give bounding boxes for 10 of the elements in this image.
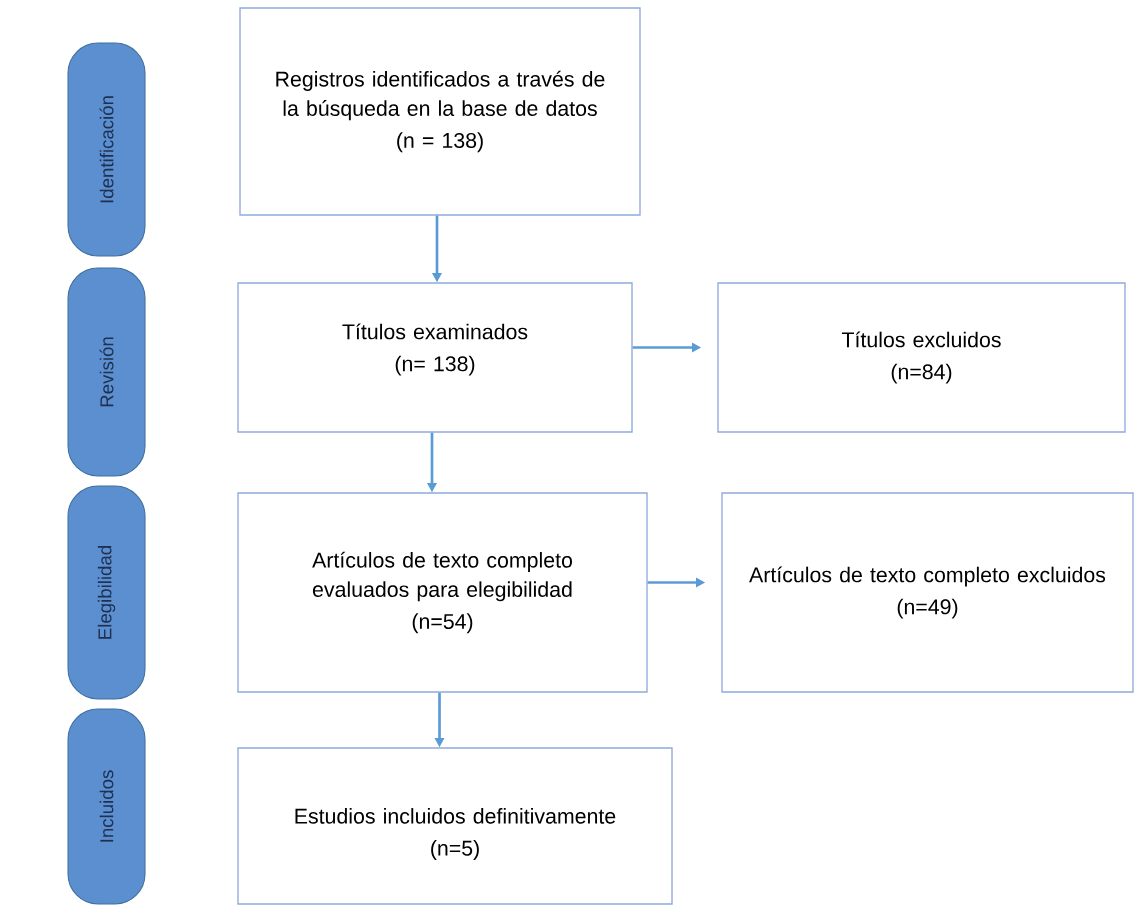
process-box: Estudios incluidos definitivamente (n=5) <box>237 747 673 905</box>
stage-band: Identificación <box>67 42 146 257</box>
stage-band: Incluidos <box>67 708 146 905</box>
process-box: Títulos excluidos (n=84) <box>717 282 1126 433</box>
process-box: Artículos de texto completo evaluados para elegibilidad (n=54) <box>237 492 648 693</box>
stage-band: Elegibilidad <box>67 485 146 700</box>
process-box: Títulos examinados (n= 138) <box>237 282 633 433</box>
process-box: Registros identificados a través de la búsqueda en la base de datos (n = 138) <box>239 7 641 216</box>
process-box: Artículos de texto completo excluidos (n=49) <box>721 492 1134 693</box>
stage-band: Revisión <box>67 267 146 477</box>
